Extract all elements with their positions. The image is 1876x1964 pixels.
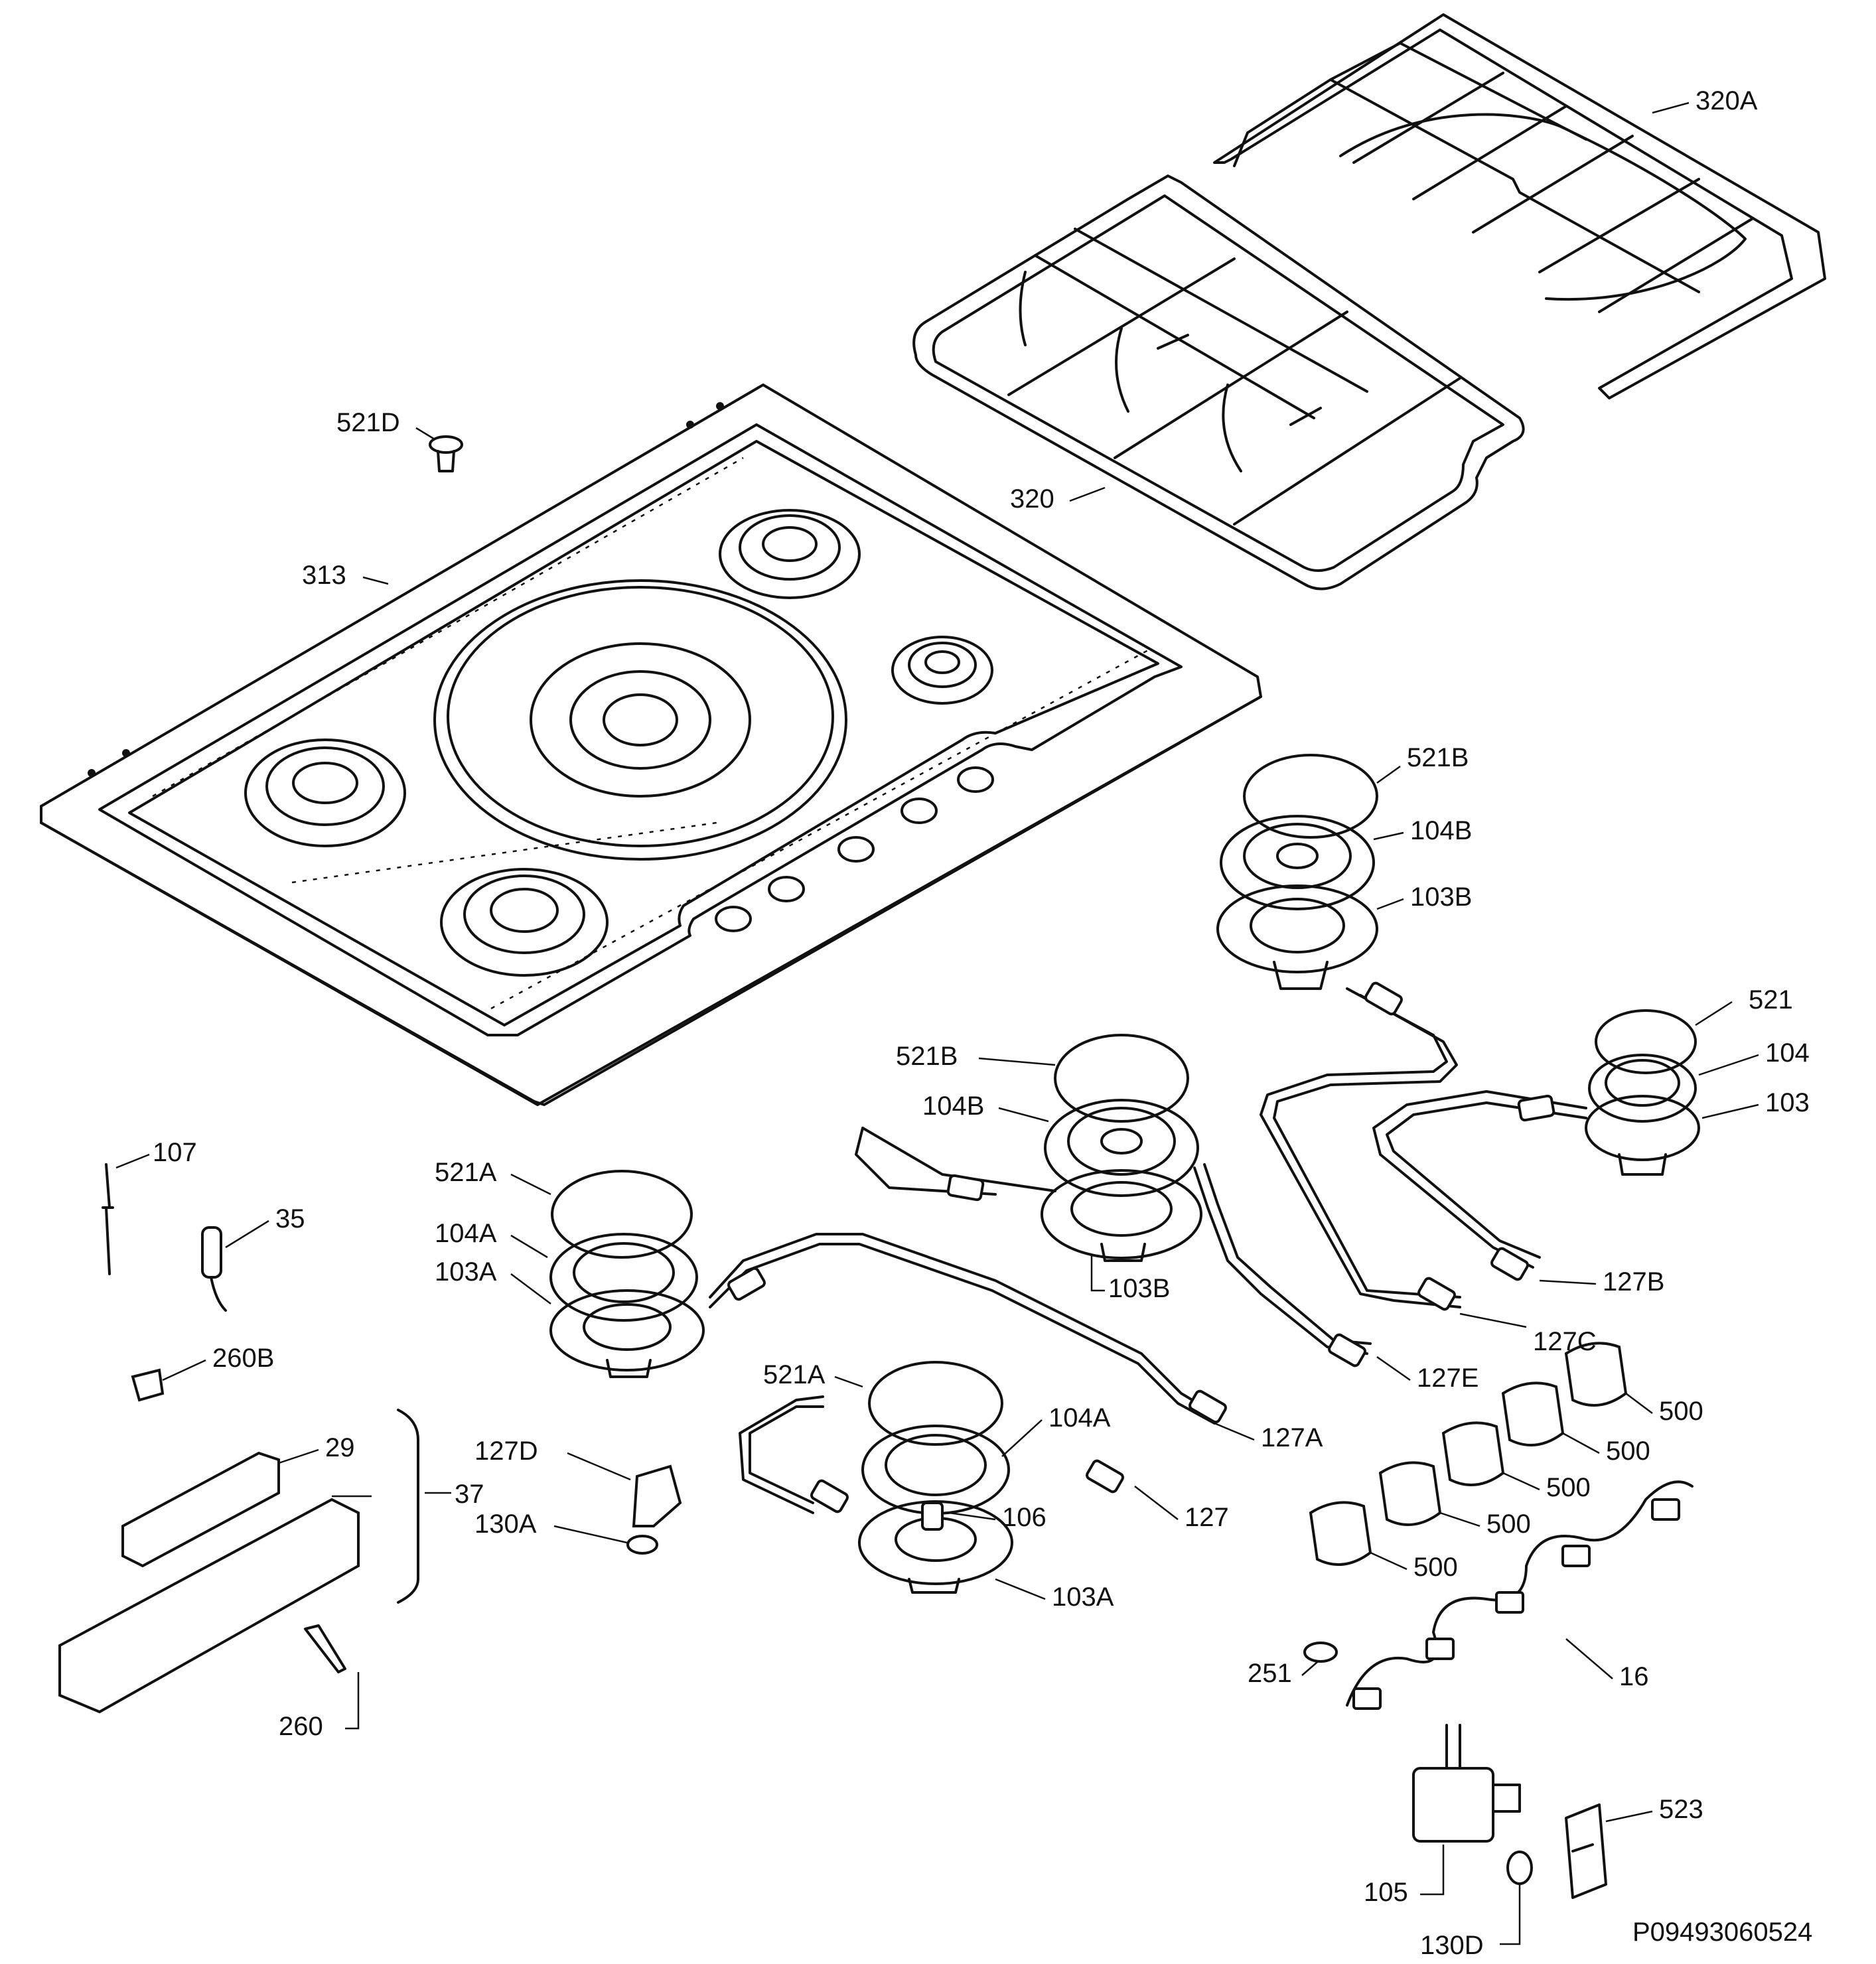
burner-assembly-lower xyxy=(858,1361,1013,1594)
label-35: 35 xyxy=(275,1204,305,1233)
burner-assembly-top xyxy=(1216,754,1378,990)
label-103b-mid: 103B xyxy=(1108,1274,1170,1303)
label-320a: 320A xyxy=(1696,86,1758,115)
label-260: 260 xyxy=(279,1712,323,1741)
label-320: 320 xyxy=(1010,484,1054,514)
label-104b-top: 104B xyxy=(1410,816,1472,845)
ignition-harness-16 xyxy=(1303,1480,1694,1710)
label-521a-left: 521A xyxy=(435,1158,497,1187)
label-106: 106 xyxy=(1002,1503,1046,1532)
label-127: 127 xyxy=(1185,1503,1229,1532)
label-521d: 521D xyxy=(336,408,400,437)
elbow-127d xyxy=(632,1464,682,1527)
label-500c: 500 xyxy=(1546,1473,1591,1502)
clip-260b xyxy=(131,1368,165,1402)
hob-top-313 xyxy=(40,384,1262,1106)
label-251: 251 xyxy=(1248,1659,1292,1688)
label-127e: 127E xyxy=(1417,1364,1479,1393)
label-521b-mid: 521B xyxy=(896,1042,958,1071)
electrode-35 xyxy=(201,1226,227,1312)
label-500d: 500 xyxy=(1486,1509,1531,1539)
burner-assembly-middle xyxy=(1041,1034,1202,1262)
burner-assembly-right xyxy=(1585,1009,1700,1176)
label-105: 105 xyxy=(1364,1878,1408,1907)
drawing-code: P09493060524 xyxy=(1632,1918,1812,1947)
label-103b-top: 103B xyxy=(1410,882,1472,912)
clip-260 xyxy=(304,1624,346,1673)
label-127a: 127A xyxy=(1261,1423,1323,1452)
label-103: 103 xyxy=(1765,1088,1810,1117)
label-127b: 127B xyxy=(1603,1267,1664,1297)
label-130a: 130A xyxy=(474,1509,537,1539)
label-29: 29 xyxy=(325,1433,355,1462)
label-127d: 127D xyxy=(474,1437,538,1466)
label-103a-left: 103A xyxy=(435,1257,497,1287)
label-104a-left: 104A xyxy=(435,1219,497,1248)
thermocouple-107 xyxy=(102,1163,114,1275)
leader-lines xyxy=(115,102,1759,1945)
ignition-generator-29 xyxy=(121,1451,280,1568)
pan-support-320 xyxy=(912,175,1525,591)
label-500e: 500 xyxy=(1413,1553,1458,1582)
label-500a: 500 xyxy=(1659,1397,1703,1426)
screw-521d xyxy=(429,435,463,472)
part-labels: 320A 320 521D 313 521B 104B 103B 521 104… xyxy=(153,86,1810,1960)
gas-tap-105 xyxy=(1412,1724,1521,1843)
gas-pipes xyxy=(709,981,1587,1514)
label-500b: 500 xyxy=(1606,1437,1650,1466)
label-260b: 260B xyxy=(212,1344,274,1373)
label-313: 313 xyxy=(302,561,346,590)
label-521a-low: 521A xyxy=(763,1360,826,1389)
label-127c: 127C xyxy=(1533,1327,1597,1356)
burner-assembly-left xyxy=(549,1170,705,1378)
label-104: 104 xyxy=(1765,1038,1810,1068)
label-104a-low: 104A xyxy=(1048,1403,1111,1433)
label-521b-top: 521B xyxy=(1407,743,1469,772)
bracket-523 xyxy=(1565,1803,1607,1899)
control-knobs-500 xyxy=(1309,1342,1628,1566)
label-104b-mid: 104B xyxy=(922,1091,984,1121)
pan-support-320a xyxy=(1213,13,1826,399)
label-37: 37 xyxy=(455,1480,484,1509)
washer-130d xyxy=(1506,1851,1533,1885)
label-521: 521 xyxy=(1749,985,1793,1015)
washer-130a xyxy=(626,1535,658,1555)
label-523: 523 xyxy=(1659,1795,1703,1824)
spark-generator-37 xyxy=(58,1409,419,1714)
label-107: 107 xyxy=(153,1138,197,1167)
label-103a-low: 103A xyxy=(1052,1582,1114,1612)
label-16: 16 xyxy=(1619,1662,1649,1691)
label-130d: 130D xyxy=(1420,1931,1484,1960)
